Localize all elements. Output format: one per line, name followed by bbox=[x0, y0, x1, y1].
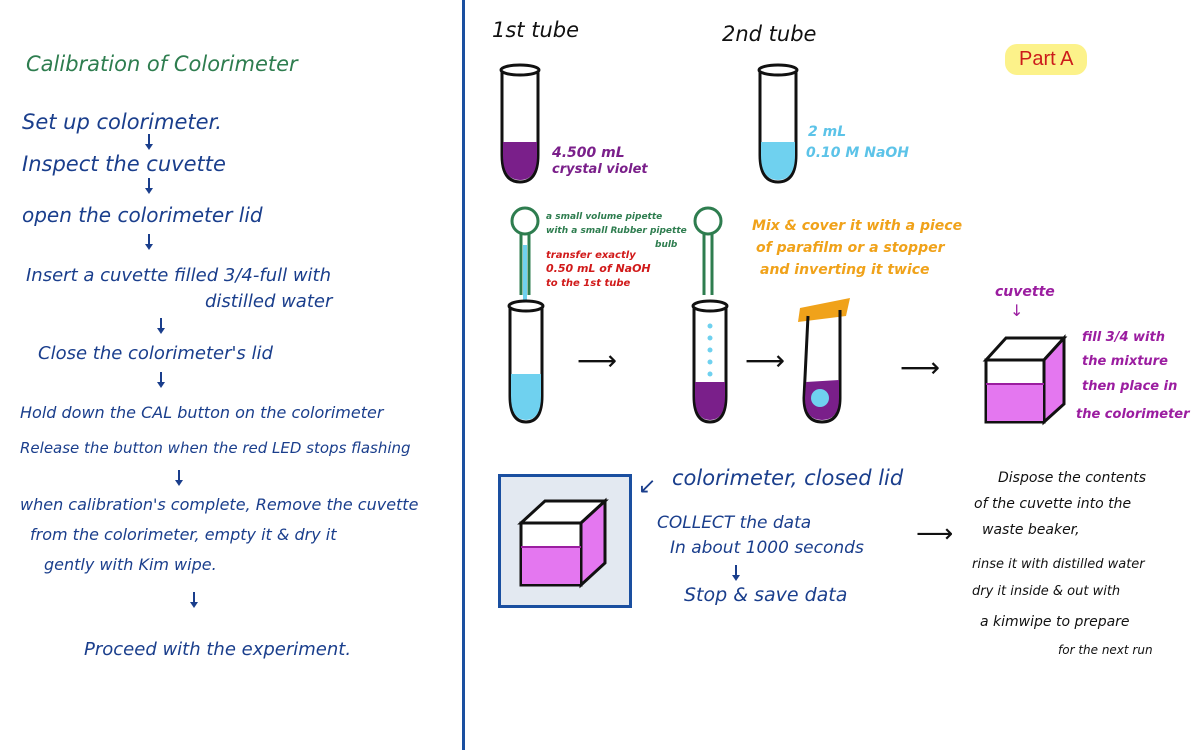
part-a-badge: Part A bbox=[1005, 44, 1088, 75]
colorimeter-icon bbox=[517, 497, 609, 589]
transfer-note-2: 0.50 mL of NaOH bbox=[546, 262, 651, 275]
arrow-down-icon bbox=[145, 134, 153, 150]
cuvette-icon bbox=[982, 334, 1068, 426]
cuvette-label: cuvette bbox=[995, 284, 1055, 300]
step-close-lid: Close the colorimeter's lid bbox=[38, 343, 273, 364]
mix-note-1: Mix & cover it with a piece bbox=[752, 218, 963, 234]
pipette-left-icon bbox=[510, 206, 540, 301]
arrow-right-icon: ⟶ bbox=[745, 344, 786, 377]
tube1-illustration bbox=[499, 63, 541, 184]
dispose-line-7: for the next run bbox=[1058, 643, 1153, 657]
dispose-line-2: of the cuvette into the bbox=[974, 496, 1132, 512]
colorimeter-panel bbox=[498, 474, 632, 608]
panel-divider bbox=[462, 0, 465, 750]
step-complete-3: gently with Kim wipe. bbox=[44, 555, 217, 574]
transfer-note-3: to the 1st tube bbox=[546, 278, 631, 289]
tube1-solution: crystal violet bbox=[552, 162, 648, 177]
fill-note-4: the colorimeter bbox=[1076, 407, 1190, 422]
arrow-down-icon bbox=[732, 565, 740, 581]
dispose-line-1: Dispose the contents bbox=[998, 470, 1147, 486]
step-complete-2: from the colorimeter, empty it & dry it bbox=[30, 525, 337, 544]
fill-note-1: fill 3/4 with bbox=[1082, 330, 1165, 345]
step-complete-1: when calibration's complete, Remove the … bbox=[20, 495, 419, 514]
collect-step-3: Stop & save data bbox=[684, 584, 848, 606]
tube-naoh-icon bbox=[507, 299, 545, 424]
step-proceed: Proceed with the experiment. bbox=[84, 639, 352, 660]
arrow-left-icon: ↙ bbox=[638, 474, 657, 499]
tube-parafilm-icon bbox=[798, 298, 850, 424]
calibration-title: Calibration of Colorimeter bbox=[26, 52, 298, 76]
colorimeter-label: colorimeter, closed lid bbox=[672, 466, 904, 490]
arrow-down-icon bbox=[145, 178, 153, 194]
dispose-line-6: a kimwipe to prepare bbox=[980, 614, 1130, 630]
step-setup: Set up colorimeter. bbox=[22, 110, 222, 134]
arrow-down-icon bbox=[157, 318, 165, 334]
arrow-right-icon: ⟶ bbox=[900, 351, 941, 384]
pipette-note-2: with a small Rubber pipette bbox=[546, 226, 687, 236]
tube2-illustration bbox=[757, 63, 799, 184]
tube2-solution: 0.10 M NaOH bbox=[806, 145, 910, 161]
tube2-volume: 2 mL bbox=[808, 124, 847, 140]
step-open-lid: open the colorimeter lid bbox=[22, 203, 263, 227]
step-release: Release the button when the red LED stop… bbox=[20, 439, 411, 457]
tube2-title: 2nd tube bbox=[722, 22, 817, 46]
collect-step-2: In about 1000 seconds bbox=[670, 538, 864, 558]
step-hold-cal: Hold down the CAL button on the colorime… bbox=[20, 403, 384, 422]
mix-note-2: of parafilm or a stopper bbox=[756, 240, 945, 256]
arrow-right-icon: ⟶ bbox=[916, 519, 954, 549]
step-insert-2: distilled water bbox=[205, 291, 333, 312]
fill-note-3: then place in bbox=[1082, 379, 1178, 394]
fill-note-2: the mixture bbox=[1082, 354, 1168, 369]
arrow-down-icon bbox=[145, 234, 153, 250]
pipette-note-3: bulb bbox=[655, 240, 678, 250]
arrow-down-icon bbox=[157, 372, 165, 388]
dispose-line-5: dry it inside & out with bbox=[972, 584, 1121, 599]
mix-note-3: and inverting it twice bbox=[760, 262, 930, 278]
tube-mixing-icon bbox=[691, 299, 729, 424]
tube1-volume: 4.500 mL bbox=[552, 145, 625, 161]
arrow-down-icon bbox=[190, 592, 198, 608]
arrow-down-icon: ↓ bbox=[1010, 301, 1024, 320]
collect-step-1: COLLECT the data bbox=[657, 513, 812, 533]
step-insert-1: Insert a cuvette filled 3/4-full with bbox=[26, 265, 332, 286]
dispose-line-4: rinse it with distilled water bbox=[972, 557, 1145, 572]
pipette-right-icon bbox=[693, 206, 723, 295]
step-inspect: Inspect the cuvette bbox=[22, 152, 226, 176]
arrow-down-icon bbox=[175, 470, 183, 486]
pipette-note-1: a small volume pipette bbox=[546, 212, 663, 222]
arrow-right-icon: ⟶ bbox=[577, 344, 618, 377]
tube1-title: 1st tube bbox=[492, 18, 580, 42]
transfer-note-1: transfer exactly bbox=[546, 250, 636, 261]
dispose-line-3: waste beaker, bbox=[982, 522, 1080, 538]
